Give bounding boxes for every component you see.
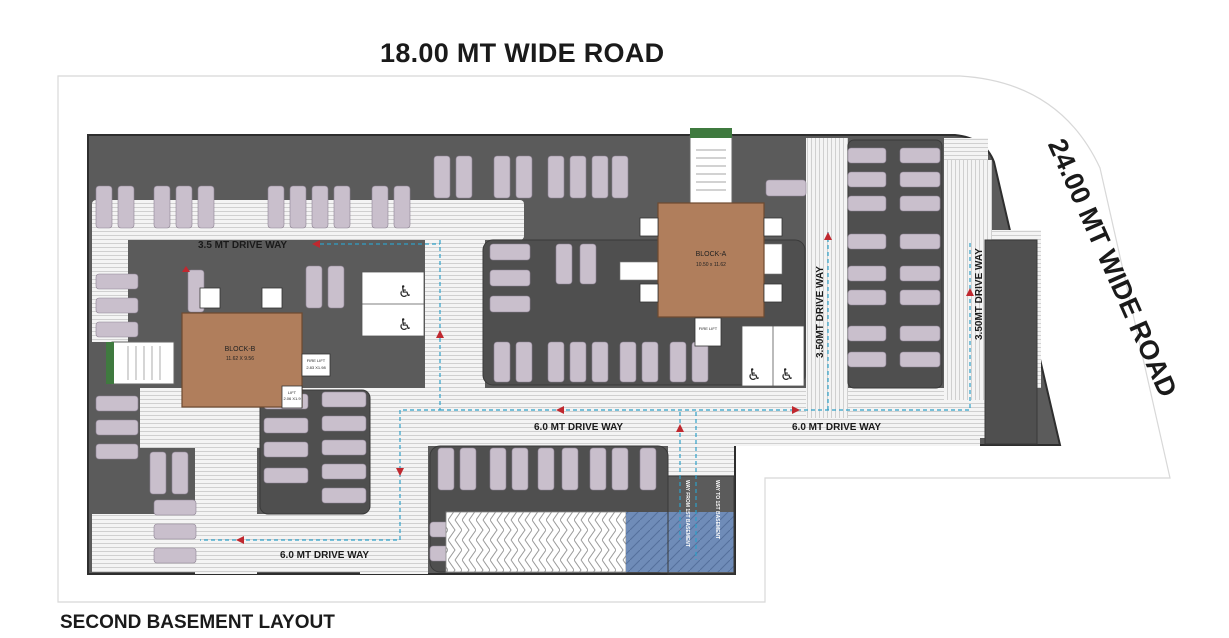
- block-a-lifts: [639, 217, 783, 347]
- svg-text:♿: ♿: [747, 365, 761, 384]
- direction-arrows: [182, 232, 974, 544]
- block-a-name: BLOCK-A: [696, 251, 727, 258]
- ramp-chevrons: [445, 511, 627, 573]
- ramp-label-up: WAY TO 1ST BASEMENT: [714, 480, 720, 539]
- block-b-lifts: [199, 287, 331, 409]
- layout-title: SECOND BASEMENT LAYOUT: [60, 612, 335, 633]
- traffic-path: [200, 232, 971, 560]
- svg-text:♿: ♿: [398, 315, 412, 334]
- accessible-parking: [361, 271, 805, 387]
- fire-lift-b-label: FIRE LIFT: [307, 358, 326, 363]
- driveway-label-bottom: 6.0 MT DRIVE WAY: [280, 550, 369, 561]
- lift-b-size: 2.06 X1.9: [283, 396, 301, 401]
- fire-lift-b-size: 2.83 X1.98: [306, 365, 326, 370]
- driveway-label-vertical-right: 3.50MT DRIVE WAY: [974, 248, 985, 340]
- fire-lift-a-label: FIRE LIFT: [699, 326, 718, 331]
- ramp-label-down: WAY FROM 1ST BASEMENT: [684, 480, 690, 547]
- block-a: BLOCK-A 10.50 x 11.62: [657, 202, 765, 318]
- driveway-label-mid-left: 6.0 MT DRIVE WAY: [534, 422, 623, 433]
- svg-text:♿: ♿: [780, 365, 794, 384]
- driveway-label-vertical-center: 3.50MT DRIVE WAY: [815, 266, 826, 358]
- driveway-label-top: 3.5 MT DRIVE WAY: [198, 240, 287, 251]
- block-b-size: 11.62 X 9.56: [226, 356, 254, 362]
- ramp-blue: [626, 512, 734, 572]
- block-b-name: BLOCK-B: [225, 346, 256, 353]
- parking-stalls: [95, 147, 941, 564]
- svg-text:♿: ♿: [398, 282, 412, 301]
- road-label-top: 18.00 MT WIDE ROAD: [380, 38, 665, 68]
- lift-b-label: LIFT: [288, 390, 297, 395]
- vertical-drive-ways: [806, 138, 992, 418]
- ramp-lane: [667, 475, 735, 575]
- block-a-size: 10.50 x 11.62: [696, 262, 726, 268]
- wheelchair-icon: ♿ ♿ ♿ ♿: [398, 282, 794, 384]
- driveway-label-mid-right: 6.0 MT DRIVE WAY: [792, 422, 881, 433]
